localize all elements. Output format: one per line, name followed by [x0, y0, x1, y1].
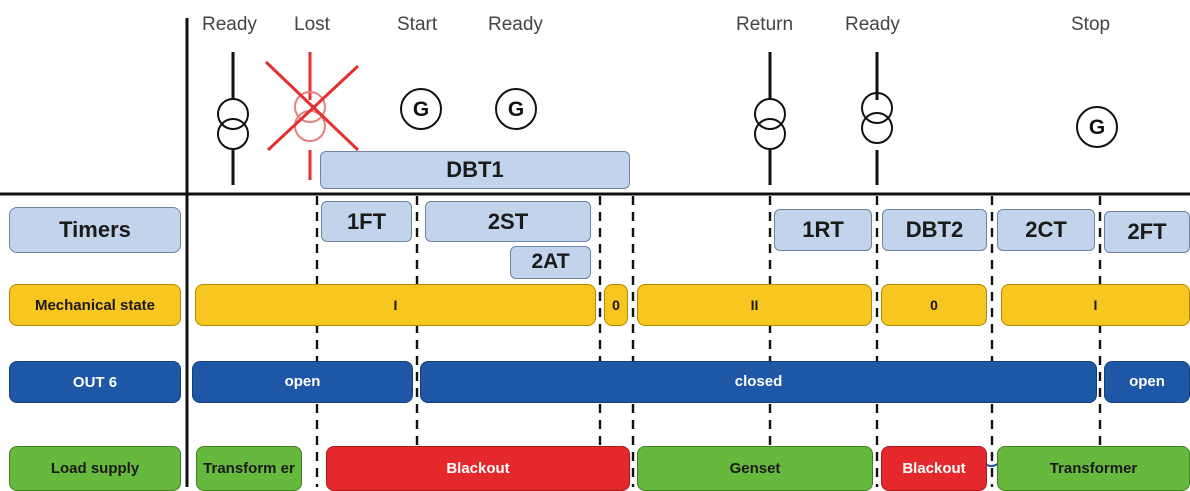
- load-supply-genset: Genset: [637, 446, 873, 491]
- row-label-mechanical-state: Mechanical state: [9, 284, 181, 326]
- timer-1rt: 1RT: [774, 209, 872, 251]
- generator-letter: G: [413, 98, 429, 121]
- event-label-start: Start: [397, 14, 438, 35]
- mechanical-state-0: 0: [881, 284, 987, 326]
- load-supply-transformer: Transform er: [196, 446, 302, 491]
- generator-letter: G: [1089, 116, 1105, 139]
- transformer-lost-icon: [264, 52, 360, 180]
- load-supply-transformer: Transformer: [997, 446, 1190, 491]
- timer-2ct: 2CT: [997, 209, 1095, 251]
- timer-1ft: 1FT: [321, 201, 412, 242]
- event-label-ready: Ready: [488, 14, 543, 35]
- transformer-icon: [754, 52, 786, 185]
- load-supply-blackout: Blackout: [881, 446, 987, 491]
- timer-dbt1: DBT1: [320, 151, 630, 189]
- timer-2st: 2ST: [425, 201, 591, 242]
- timer-dbt2: DBT2: [882, 209, 987, 251]
- row-label-out6: OUT 6: [9, 361, 181, 403]
- out6-state-closed: closed: [420, 361, 1097, 403]
- transformer-icon: [861, 52, 893, 185]
- event-label-ready: Ready: [202, 14, 257, 35]
- row-label-load-supply: Load supply: [9, 446, 181, 491]
- mechanical-state-I: I: [195, 284, 596, 326]
- event-label-ready: Ready: [845, 14, 900, 35]
- generator-icon: [1076, 106, 1118, 148]
- mechanical-state-II: II: [637, 284, 872, 326]
- out6-state-open: open: [192, 361, 413, 403]
- out6-state-open: open: [1104, 361, 1190, 403]
- generator-icon: [400, 88, 442, 130]
- event-label-lost: Lost: [294, 14, 330, 35]
- event-label-stop: Stop: [1071, 14, 1111, 35]
- mechanical-state-I: I: [1001, 284, 1190, 326]
- row-label-timers: Timers: [9, 207, 181, 253]
- timer-2ft: 2FT: [1104, 211, 1190, 253]
- transformer-icon: [217, 52, 249, 185]
- mechanical-state-0: 0: [604, 284, 628, 326]
- generator-icon: [495, 88, 537, 130]
- load-supply-blackout: Blackout: [326, 446, 630, 491]
- generator-letter: G: [508, 98, 524, 121]
- timer-2at: 2AT: [510, 246, 591, 279]
- event-dividers: [315, 196, 1102, 487]
- event-label-return: Return: [736, 14, 794, 35]
